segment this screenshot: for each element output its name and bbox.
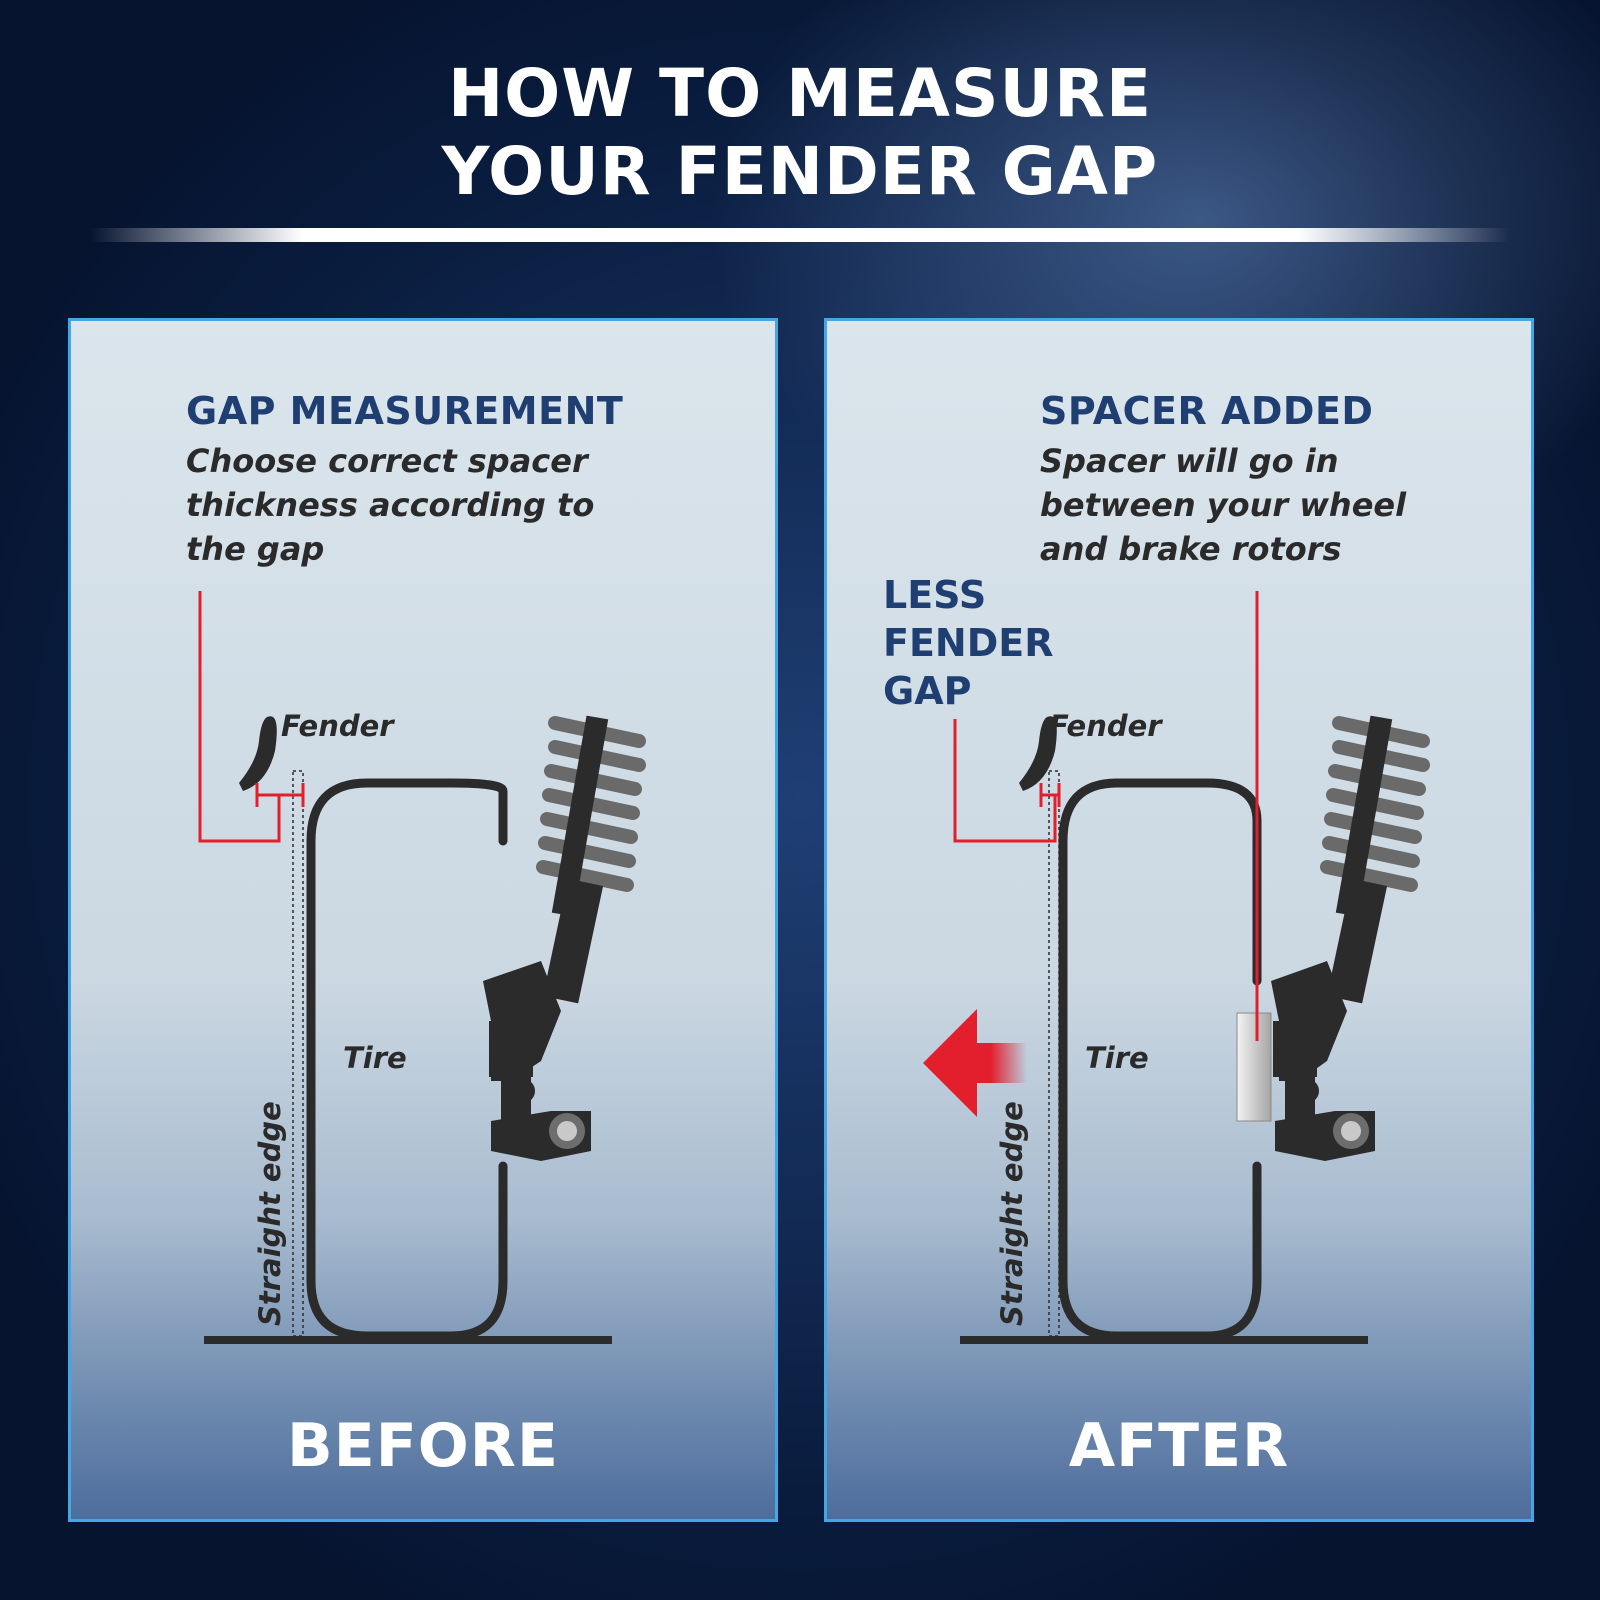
after-straight-edge-label: Straight edge	[995, 1101, 1029, 1326]
gap-measure-line	[198, 591, 305, 843]
before-heading: GAP MEASUREMENT	[186, 389, 624, 433]
after-tire-label: Tire	[1085, 1041, 1149, 1075]
direction-arrow-icon	[923, 1009, 1027, 1117]
strut-assembly	[1271, 715, 1393, 1161]
after-description: Spacer will go in between your wheel and…	[1040, 442, 1407, 568]
before-description: Choose correct spacer thickness accordin…	[186, 442, 595, 568]
before-straight-edge-label: Straight edge	[253, 1101, 287, 1326]
title-line-1: HOW TO MEASURE	[447, 55, 1153, 132]
before-tire-label: Tire	[343, 1041, 407, 1075]
tire-outline	[1058, 778, 1262, 1341]
strut-assembly	[483, 715, 609, 1161]
straight-edge-bar	[292, 770, 304, 1337]
before-state-label: BEFORE	[287, 1411, 559, 1481]
tire-outline	[306, 778, 508, 1341]
gap-measure-line	[953, 719, 1061, 843]
after-diagram	[923, 591, 1430, 1344]
fender-shape	[239, 716, 277, 791]
less-fender-gap-callout: LESS FENDER GAP	[883, 573, 1054, 713]
title-line-2: YOUR FENDER GAP	[441, 133, 1159, 210]
page-title: HOW TO MEASURE YOUR FENDER GAP	[0, 55, 1600, 211]
wheel-spacer	[1236, 1012, 1272, 1122]
after-heading: SPACER ADDED	[1040, 389, 1374, 433]
before-diagram	[198, 591, 646, 1344]
before-panel: GAP MEASUREMENT Choose correct spacer th…	[68, 318, 778, 1522]
after-state-label: AFTER	[1068, 1411, 1290, 1481]
fender-shape	[1019, 716, 1057, 791]
before-fender-label: Fender	[281, 709, 394, 743]
title-divider	[90, 228, 1510, 242]
after-fender-label: Fender	[1049, 709, 1162, 743]
after-panel: SPACER ADDED Spacer will go in between y…	[824, 318, 1534, 1522]
straight-edge-bar	[1048, 770, 1060, 1337]
